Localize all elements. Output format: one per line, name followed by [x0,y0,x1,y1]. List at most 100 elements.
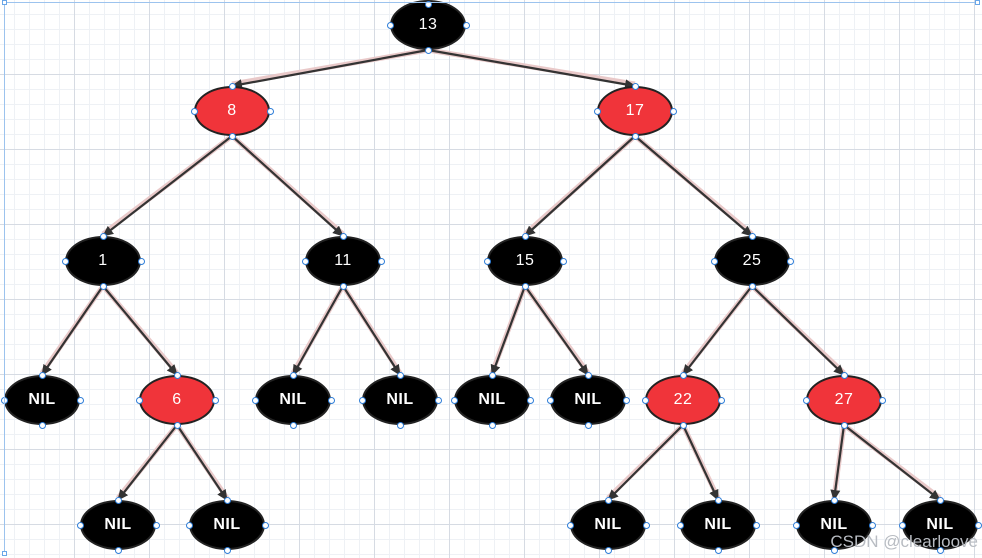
connection-handle-right[interactable] [266,107,274,115]
nil-node[interactable]: NIL [80,500,156,550]
edge-n11-nil2[interactable] [292,285,344,376]
connection-handle-left[interactable] [566,521,574,529]
connection-handle-right[interactable] [137,257,145,265]
connection-handle-right[interactable] [211,396,219,404]
nil-node[interactable]: NIL [454,375,530,425]
tree-node-25[interactable]: 25 [714,236,790,286]
connection-handle-top[interactable] [679,371,687,379]
edge-n6-nil6[interactable] [117,424,178,501]
edge-n17-n25[interactable] [634,135,753,237]
tree-node-15[interactable]: 15 [487,236,563,286]
frame-corner-top-right[interactable] [975,0,980,5]
nil-node[interactable]: NIL [550,375,626,425]
connection-handle-top[interactable] [936,496,944,504]
connection-handle-left[interactable] [301,257,309,265]
edge-n1-nil1[interactable] [41,285,104,376]
connection-handle-bottom[interactable] [488,421,496,429]
connection-handle-left[interactable] [450,396,458,404]
connection-handle-bottom[interactable] [114,546,122,554]
connection-handle-bottom[interactable] [424,46,432,54]
connection-handle-top[interactable] [631,82,639,90]
connection-handle-top[interactable] [748,232,756,240]
connection-handle-right[interactable] [974,521,982,529]
connection-handle-bottom[interactable] [604,546,612,554]
nil-node[interactable]: NIL [362,375,438,425]
edge-n22-nil8[interactable] [607,424,684,501]
connection-handle-left[interactable] [676,521,684,529]
connection-handle-right[interactable] [462,21,470,29]
connection-handle-left[interactable] [185,521,193,529]
frame-corner-top-left[interactable] [2,0,7,5]
nil-node[interactable]: NIL [680,500,756,550]
connection-handle-right[interactable] [868,521,876,529]
edge-n25-n22[interactable] [682,285,753,376]
tree-node-1[interactable]: 1 [65,236,141,286]
connection-handle-left[interactable] [898,521,906,529]
tree-node-17[interactable]: 17 [597,86,673,136]
edge-n15-nil5[interactable] [524,285,589,376]
connection-handle-bottom[interactable] [173,421,181,429]
connection-handle-top[interactable] [830,496,838,504]
connection-handle-right[interactable] [261,521,269,529]
connection-handle-left[interactable] [802,396,810,404]
connection-handle-bottom[interactable] [584,421,592,429]
connection-handle-bottom[interactable] [339,282,347,290]
connection-handle-right[interactable] [717,396,725,404]
edge-n13-n8[interactable] [231,48,429,90]
connection-handle-bottom[interactable] [840,421,848,429]
connection-handle-bottom[interactable] [99,282,107,290]
connection-handle-top[interactable] [339,232,347,240]
connection-handle-right[interactable] [434,396,442,404]
tree-node-8[interactable]: 8 [194,86,270,136]
connection-handle-top[interactable] [38,371,46,379]
edge-n27-nil11[interactable] [843,424,941,501]
connection-handle-left[interactable] [641,396,649,404]
connection-handle-top[interactable] [99,232,107,240]
connection-handle-bottom[interactable] [830,546,838,554]
tree-node-11[interactable]: 11 [305,236,381,286]
connection-handle-top[interactable] [521,232,529,240]
nil-node[interactable]: NIL [189,500,265,550]
connection-handle-left[interactable] [190,107,198,115]
edge-n8-n1[interactable] [102,135,233,237]
connection-handle-right[interactable] [327,396,335,404]
connection-handle-right[interactable] [559,257,567,265]
connection-handle-left[interactable] [386,21,394,29]
nil-node[interactable]: NIL [4,375,80,425]
connection-handle-right[interactable] [752,521,760,529]
connection-handle-bottom[interactable] [714,546,722,554]
connection-handle-top[interactable] [840,371,848,379]
edge-n11-nil3[interactable] [342,285,401,376]
edge-n1-n6[interactable] [102,285,178,376]
edge-n8-n11[interactable] [231,135,344,237]
connection-handle-bottom[interactable] [679,421,687,429]
edge-n15-nil4[interactable] [490,285,527,376]
connection-handle-left[interactable] [546,396,554,404]
edge-n17-n15[interactable] [524,135,636,237]
edge-n27-nil10[interactable] [830,424,846,501]
connection-handle-top[interactable] [714,496,722,504]
connection-handle-bottom[interactable] [521,282,529,290]
connection-handle-top[interactable] [396,371,404,379]
connection-handle-right[interactable] [786,257,794,265]
connection-handle-bottom[interactable] [38,421,46,429]
connection-handle-right[interactable] [152,521,160,529]
connection-handle-bottom[interactable] [936,546,944,554]
connection-handle-top[interactable] [289,371,297,379]
tree-node-27[interactable]: 27 [806,375,882,425]
connection-handle-left[interactable] [76,521,84,529]
connection-handle-right[interactable] [622,396,630,404]
connection-handle-left[interactable] [61,257,69,265]
connection-handle-top[interactable] [228,82,236,90]
connection-handle-right[interactable] [669,107,677,115]
connection-handle-bottom[interactable] [289,421,297,429]
edge-n25-n27[interactable] [751,285,845,376]
connection-handle-left[interactable] [358,396,366,404]
tree-node-13[interactable]: 13 [390,0,466,50]
connection-handle-left[interactable] [135,396,143,404]
connection-handle-right[interactable] [76,396,84,404]
connection-handle-left[interactable] [792,521,800,529]
connection-handle-top[interactable] [223,496,231,504]
connection-handle-left[interactable] [710,257,718,265]
connection-handle-top[interactable] [488,371,496,379]
